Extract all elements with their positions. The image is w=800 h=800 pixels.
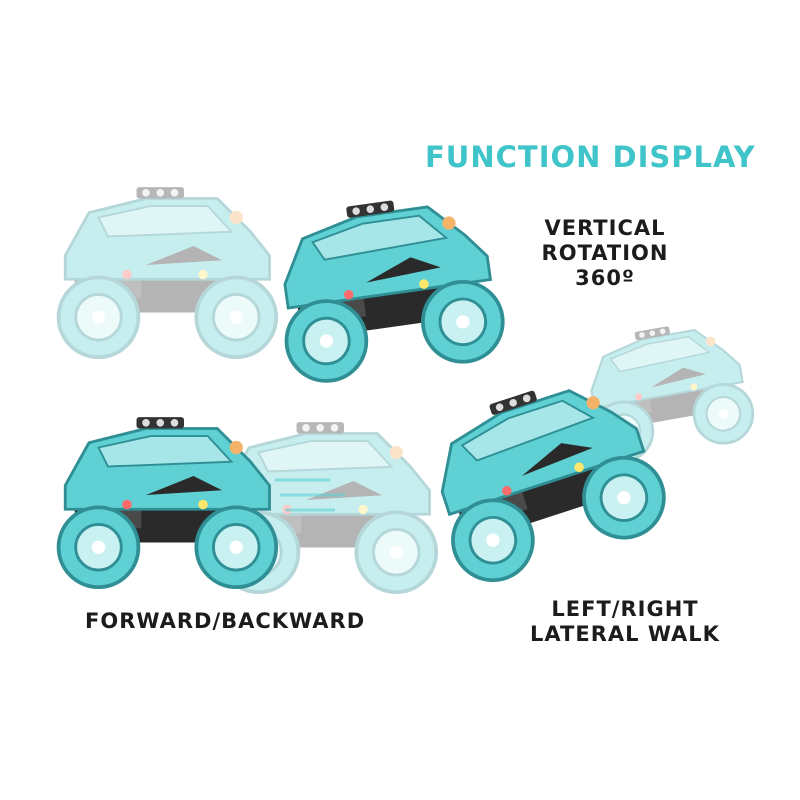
rotation-ghost-car (56, 185, 279, 360)
rotation-car-icon (266, 185, 510, 388)
forward-backward-caption: FORWARD/BACKWARD (85, 609, 366, 633)
forward-car-icon (56, 415, 279, 590)
vertical-rotation-caption: VERTICAL ROTATION 360º (520, 216, 690, 291)
caption-line: ROTATION (541, 241, 669, 265)
lateral-walk-caption: LEFT/RIGHT LATERAL WALK (520, 597, 730, 647)
caption-line: LEFT/RIGHT (551, 597, 699, 621)
caption-line: LATERAL WALK (530, 622, 720, 646)
caption-line: 360º (575, 266, 635, 290)
caption-line: VERTICAL (544, 216, 666, 240)
motion-lines (275, 478, 345, 512)
function-display-title: FUNCTION DISPLAY (425, 140, 756, 174)
